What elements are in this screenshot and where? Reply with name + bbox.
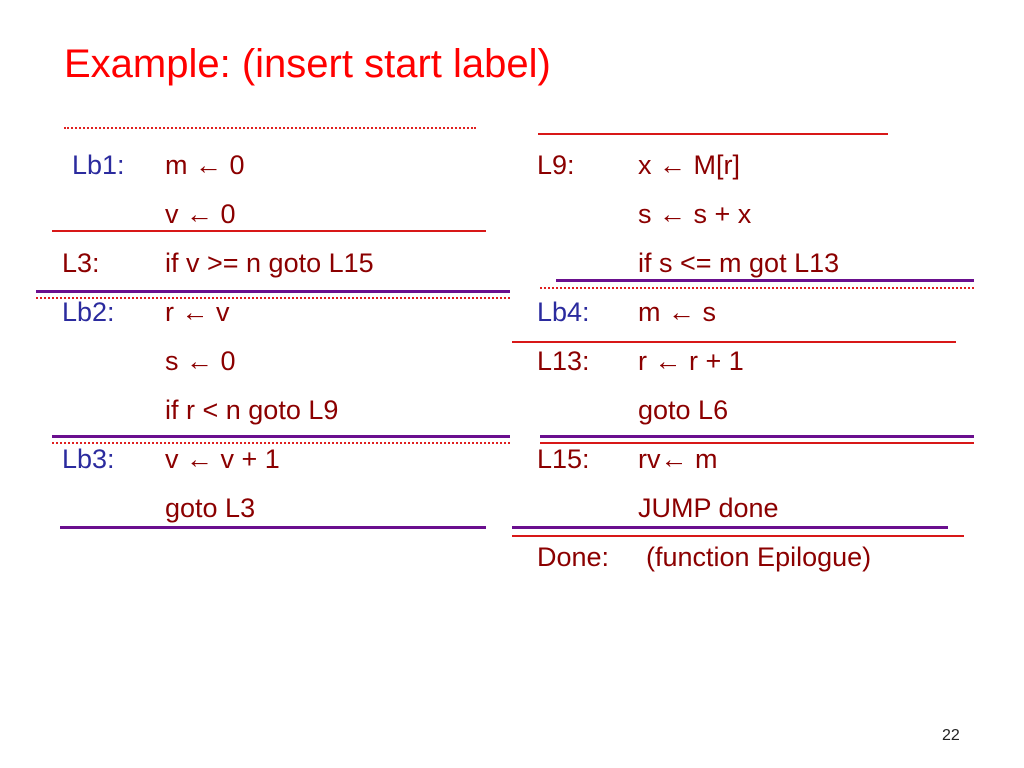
left-block-separator-2-dotted (36, 297, 510, 299)
code-statement: if v >= n goto L15 (165, 248, 374, 278)
right-block-separator-1-dotted (540, 287, 974, 289)
code-statement: s ← 0 (165, 346, 236, 376)
page-number: 22 (942, 727, 960, 744)
code-label: L3: (62, 248, 100, 278)
code-statement: r ← v (165, 297, 230, 327)
code-statement: m ← s (638, 297, 716, 327)
title-underline-dotted (64, 127, 476, 129)
code-statement: s ← s + x (638, 199, 752, 229)
code-statement: r ← r + 1 (638, 346, 744, 376)
code-label: L9: (537, 150, 575, 180)
code-statement: goto L3 (165, 493, 256, 523)
right-block-separator-1 (556, 279, 974, 282)
code-statement: v ← 0 (165, 199, 236, 229)
left-block-end-line (60, 526, 486, 529)
right-top-line (538, 133, 888, 135)
code-statement: v ← v + 1 (165, 444, 280, 474)
left-block-separator-3-dotted (52, 442, 510, 444)
code-statement: goto L6 (638, 395, 729, 425)
code-label: Lb2: (62, 297, 115, 327)
right-block-separator-2 (512, 341, 956, 343)
code-label: Lb4: (537, 297, 590, 327)
code-label: Done: (537, 542, 610, 572)
code-statement: (function Epilogue) (646, 542, 872, 572)
code-statement: if r < n goto L9 (165, 395, 339, 425)
code-statement: JUMP done (638, 493, 779, 523)
code-label: L15: (537, 444, 590, 474)
left-block-separator-3 (52, 435, 510, 438)
slide-title: Example: (insert start label) (64, 42, 551, 86)
left-block-separator-1 (52, 230, 486, 232)
code-label: Lb1: (72, 150, 125, 180)
code-statement: x ← M[r] (638, 150, 740, 180)
code-statement: m ← 0 (165, 150, 245, 180)
code-statement: if s <= m got L13 (638, 248, 840, 278)
code-label: L13: (537, 346, 590, 376)
code-label: Lb3: (62, 444, 115, 474)
right-block-separator-3-red (540, 442, 974, 444)
right-block-separator-4 (512, 526, 948, 529)
right-block-separator-3 (540, 435, 974, 438)
right-block-separator-4-red (512, 535, 964, 537)
code-statement: rv← m (638, 444, 718, 474)
left-block-separator-2 (36, 290, 510, 293)
